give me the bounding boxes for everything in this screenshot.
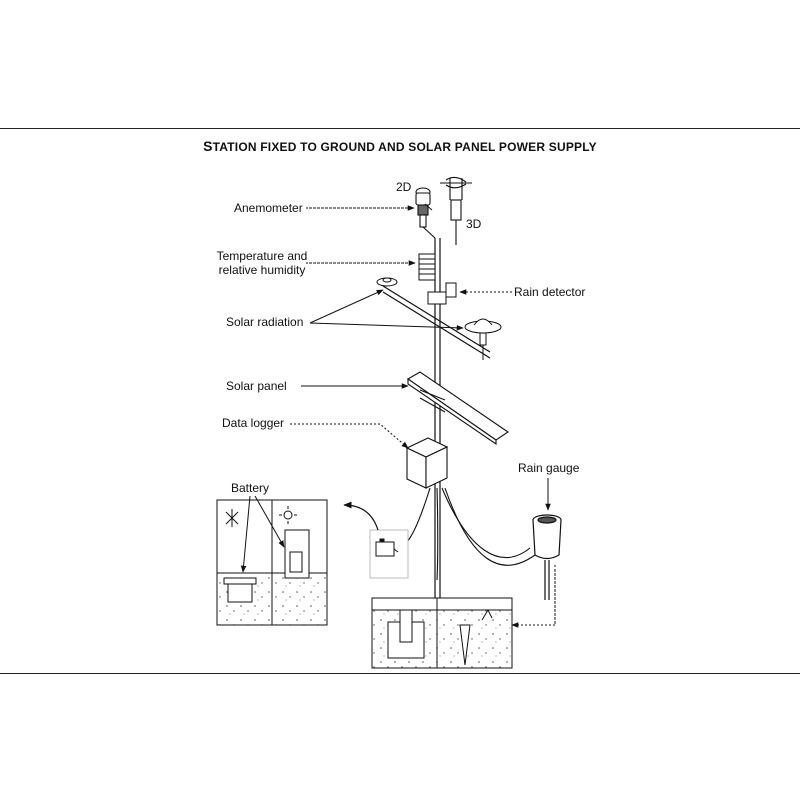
solar-panel: [406, 371, 509, 446]
label-data-logger: Data logger: [222, 416, 285, 430]
snowflake-icon: [225, 509, 239, 527]
foundation-detail-panel: [371, 597, 513, 669]
label-temperature-line1: Temperature and: [216, 249, 308, 263]
label-2d: 2D: [396, 180, 412, 194]
battery-detail-panel: [216, 499, 328, 626]
anemometer-2d-sensor: [415, 187, 436, 239]
label-temperature-humidity: Temperature and relative humidity: [207, 249, 317, 277]
label-3d: 3D: [466, 217, 482, 231]
rain-detector-sensor: [427, 282, 457, 305]
rain-gauge: [532, 514, 562, 600]
diagram-title: STATION FIXED TO GROUND AND SOLAR PANEL …: [203, 138, 597, 154]
pyranometer-right: [464, 318, 502, 360]
label-rain-gauge: Rain gauge: [518, 461, 580, 475]
label-solar-panel: Solar panel: [226, 379, 287, 393]
temperature-humidity-shield: [418, 253, 436, 281]
data-logger-box: [405, 437, 449, 489]
label-battery: Battery: [231, 481, 270, 495]
pointer-arrows: [240, 203, 556, 628]
label-temperature-line2: relative humidity: [218, 263, 306, 277]
label-solar-radiation: Solar radiation: [226, 315, 304, 329]
sun-icon: [279, 506, 297, 524]
battery-curved-arrow: [343, 501, 379, 531]
label-rain-detector: Rain detector: [514, 285, 586, 299]
label-anemometer: Anemometer: [234, 201, 303, 215]
anemometer-3d-sensor: [440, 176, 472, 245]
battery-inset: [369, 529, 409, 579]
solar-radiation-arm: [382, 285, 491, 359]
cables: [397, 487, 536, 581]
pyranometer-left: [376, 277, 398, 287]
diagram-frame: [0, 128, 800, 674]
